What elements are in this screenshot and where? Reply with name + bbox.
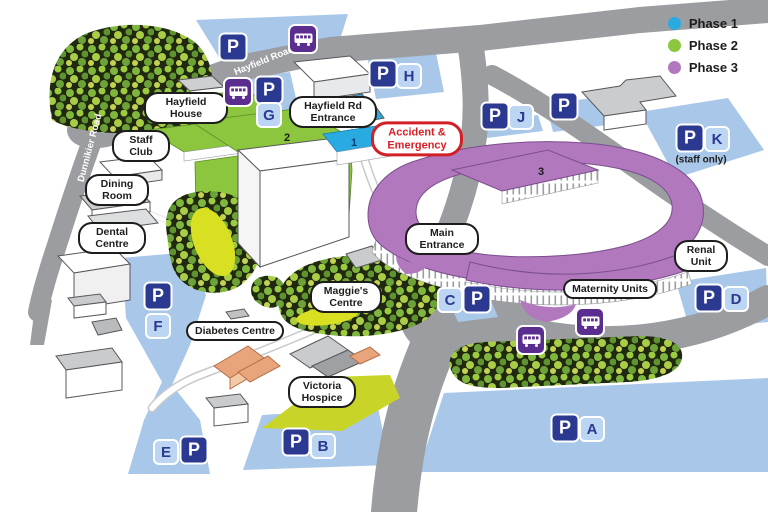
bus-stop-icon bbox=[288, 24, 318, 54]
legend-label: Phase 2 bbox=[688, 38, 738, 53]
label-renal-unit: Renal Unit bbox=[674, 239, 728, 273]
trees-south-strip bbox=[449, 336, 683, 388]
parking-icon-e: P bbox=[179, 435, 209, 465]
legend-item-phase1: Phase 1 bbox=[667, 16, 738, 31]
bus-icon bbox=[229, 86, 247, 99]
bus-icon bbox=[522, 334, 540, 347]
parking-icon-j: P bbox=[480, 101, 510, 131]
building-number-phase1: 1 bbox=[350, 137, 358, 149]
parking-icon: P bbox=[218, 32, 248, 62]
bus-stop-icon bbox=[516, 325, 546, 355]
building-diabetes-2 bbox=[237, 355, 281, 383]
map-legend: Phase 1 Phase 2 Phase 3 bbox=[667, 16, 738, 75]
building-phase3-wing bbox=[450, 149, 600, 192]
label-maternity-units: Maternity Units bbox=[563, 278, 657, 300]
label-main-entrance: Main Entrance bbox=[405, 222, 479, 256]
building-chapel bbox=[225, 308, 250, 320]
phase2-color-dot bbox=[667, 39, 681, 52]
parking-icon-b: P bbox=[281, 427, 311, 457]
canopy-2 bbox=[396, 256, 428, 274]
parking-icon-a: P bbox=[550, 413, 580, 443]
building-hospice-orange bbox=[349, 346, 381, 365]
legend-label: Phase 1 bbox=[688, 16, 738, 31]
label-diabetes-centre: Diabetes Centre bbox=[186, 320, 284, 342]
parking-letter-c: C bbox=[437, 287, 463, 313]
phase3-color-dot bbox=[667, 61, 681, 74]
parking-icon-d: P bbox=[694, 283, 724, 313]
phase2-buildings bbox=[146, 89, 351, 269]
legend-item-phase2: Phase 2 bbox=[667, 38, 738, 53]
parking-icon-right: P bbox=[549, 91, 579, 121]
parking-letter-h: H bbox=[396, 63, 422, 89]
building-number-phase2: 2 bbox=[283, 132, 291, 144]
bus-stop-icon bbox=[223, 77, 253, 107]
bus-icon bbox=[294, 33, 312, 46]
parking-letter-g: G bbox=[256, 102, 282, 128]
legend-item-phase3: Phase 3 bbox=[667, 60, 738, 75]
legend-label: Phase 3 bbox=[688, 60, 738, 75]
label-accident-emergency: Accident & Emergency bbox=[371, 121, 463, 157]
building-tower-front bbox=[259, 158, 350, 268]
road-south bbox=[371, 317, 459, 512]
parking-icon-h: P bbox=[368, 59, 398, 89]
parking-icon-c: P bbox=[462, 284, 492, 314]
parking-icon-g: P bbox=[254, 75, 284, 105]
label-maggies-centre: Maggie's Centre bbox=[310, 280, 382, 314]
parking-letter-k: K bbox=[704, 126, 730, 152]
parking-letter-a: A bbox=[579, 416, 605, 442]
staff-only-note: (staff only) bbox=[675, 154, 727, 166]
phase1-color-dot bbox=[667, 17, 681, 30]
parking-letter-j: J bbox=[508, 104, 534, 130]
parking-icon-k: P bbox=[675, 123, 705, 153]
lawn-central bbox=[190, 207, 236, 277]
label-dining-room: Dining Room bbox=[85, 173, 149, 207]
parking-letter-d: D bbox=[723, 286, 749, 312]
parking-letter-b: B bbox=[310, 433, 336, 459]
building-number-phase3: 3 bbox=[537, 166, 545, 178]
road-dunnikier bbox=[28, 110, 110, 322]
parking-icon-f: P bbox=[143, 281, 173, 311]
parking-letter-f: F bbox=[145, 313, 171, 339]
label-hayfield-rd-entrance: Hayfield Rd Entrance bbox=[289, 95, 377, 129]
label-hayfield-house: Hayfield House bbox=[144, 91, 228, 125]
trees-west-bump bbox=[251, 275, 285, 308]
label-staff-club: Staff Club bbox=[112, 129, 170, 163]
building-house-2 bbox=[91, 317, 123, 336]
canopy-1 bbox=[520, 300, 576, 322]
buildings-orange bbox=[213, 335, 381, 390]
road-sliver bbox=[30, 298, 52, 345]
bus-stop-icon bbox=[575, 307, 605, 337]
bus-icon bbox=[581, 316, 599, 329]
parking-letter-e: E bbox=[153, 439, 179, 465]
label-dental-centre: Dental Centre bbox=[78, 221, 146, 255]
label-victoria-hospice: Victoria Hospice bbox=[288, 375, 356, 409]
